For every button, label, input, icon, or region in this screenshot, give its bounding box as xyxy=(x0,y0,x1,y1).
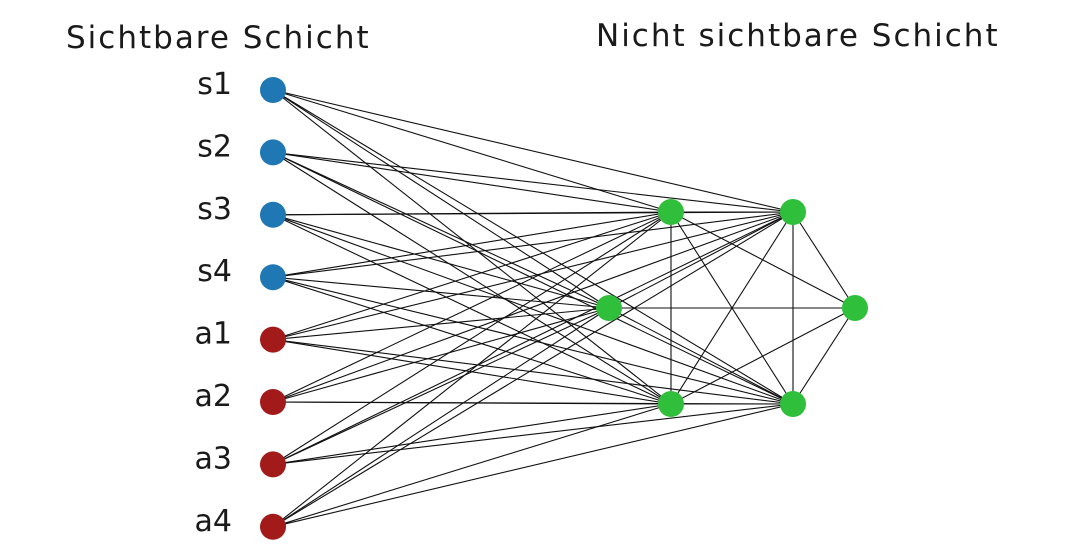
edge-s3-h5 xyxy=(272,214,794,405)
input-node-a4 xyxy=(260,513,286,540)
input-node-a3 xyxy=(260,451,286,478)
input-node-s4 xyxy=(260,264,286,291)
edge-a3-h2 xyxy=(272,307,610,465)
visible-layer-title: Sichtbare Schicht xyxy=(66,20,371,56)
edge-s3-h2 xyxy=(272,214,610,309)
input-node-a2 xyxy=(260,389,286,415)
edge-a1-h1 xyxy=(272,211,672,341)
edge-s2-h1 xyxy=(272,151,672,213)
hidden-layer-title: Nicht sichtbare Schicht xyxy=(596,18,1000,54)
edge-s4-h2 xyxy=(272,276,610,309)
input-label-a2: a2 xyxy=(195,379,232,414)
edge-s1-h2 xyxy=(272,89,610,309)
edge-a4-h4 xyxy=(272,211,794,528)
input-label-s1: s1 xyxy=(197,67,232,102)
input-node-a1 xyxy=(260,326,286,353)
edge-s1-h4 xyxy=(272,89,794,213)
hidden-node-h5 xyxy=(780,391,806,417)
input-node-s2 xyxy=(260,139,286,166)
edge-s4-h4 xyxy=(272,211,794,278)
input-label-s3: s3 xyxy=(197,192,232,227)
edge-group xyxy=(272,89,856,528)
edge-a3-h3 xyxy=(272,403,672,465)
hidden-node-h2 xyxy=(596,295,622,321)
edge-a1-h2 xyxy=(272,307,610,341)
input-label-a3: a3 xyxy=(195,441,232,476)
edge-a2-h2 xyxy=(272,307,610,403)
hidden-node-h3 xyxy=(658,391,684,417)
edge-a4-h5 xyxy=(272,403,794,528)
edge-s4-h3 xyxy=(272,276,672,405)
input-node-s1 xyxy=(260,77,286,103)
edge-h3-h6 xyxy=(670,307,856,405)
input-label-s2: s2 xyxy=(197,129,232,164)
edge-s1-h5 xyxy=(272,89,794,405)
edge-a4-h3 xyxy=(272,403,672,528)
edge-a3-h5 xyxy=(272,403,794,465)
edge-h4-h6 xyxy=(792,211,856,309)
edge-h3-h4 xyxy=(670,211,794,405)
edge-a1-h4 xyxy=(272,211,794,341)
input-node-s3 xyxy=(260,201,286,228)
edge-h5-h6 xyxy=(792,307,856,405)
edge-a3-h1 xyxy=(272,211,672,465)
edge-a3-h4 xyxy=(272,211,794,465)
edge-a2-h4 xyxy=(272,211,794,403)
edge-s3-h3 xyxy=(272,214,672,405)
label-group: s1 s2 s3 s4 a1 a2 a3 a4 xyxy=(195,67,232,539)
hidden-node-h1 xyxy=(658,199,684,225)
edge-a1-h5 xyxy=(272,339,794,405)
hidden-node-h6 xyxy=(842,295,868,321)
node-group xyxy=(260,77,868,540)
edge-h2-h4 xyxy=(608,211,794,309)
hidden-node-h4 xyxy=(780,199,806,225)
input-label-a4: a4 xyxy=(195,504,232,539)
edge-a4-h2 xyxy=(272,307,610,528)
edge-s4-h1 xyxy=(272,211,672,278)
edge-s2-h3 xyxy=(272,151,672,405)
edge-a4-h1 xyxy=(272,211,672,528)
edge-s2-h2 xyxy=(272,151,610,309)
edge-s2-h4 xyxy=(272,151,794,213)
edge-s1-h1 xyxy=(272,89,672,213)
edge-s4-h5 xyxy=(272,276,794,405)
edge-a2-h1 xyxy=(272,211,672,403)
edge-s1-h3 xyxy=(272,89,672,405)
input-label-s4: s4 xyxy=(197,254,232,289)
input-label-a1: a1 xyxy=(195,317,232,352)
